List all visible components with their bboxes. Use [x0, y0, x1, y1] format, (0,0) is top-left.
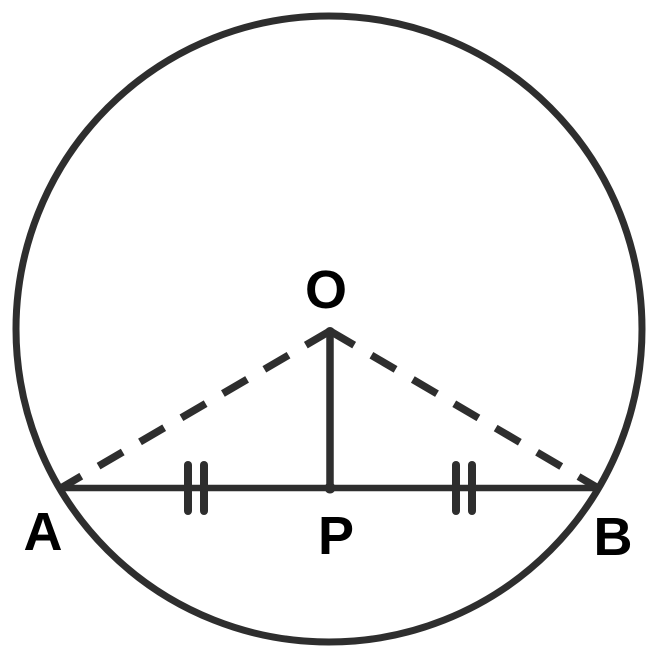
- point-O-dot: [325, 327, 335, 337]
- tick-marks-PB: [452, 461, 476, 515]
- circle-outline: [12, 12, 646, 646]
- label-B: B: [594, 507, 633, 567]
- radius-OA-dashed: [59, 327, 332, 492]
- radius-OB-dashed: [328, 327, 600, 492]
- point-B-dot: [592, 483, 602, 493]
- point-A-dot: [57, 483, 67, 493]
- tick-marks-AP: [184, 461, 208, 515]
- label-P: P: [318, 506, 354, 566]
- label-A: A: [24, 502, 63, 562]
- label-O: O: [305, 260, 347, 320]
- point-P-dot: [324, 482, 336, 494]
